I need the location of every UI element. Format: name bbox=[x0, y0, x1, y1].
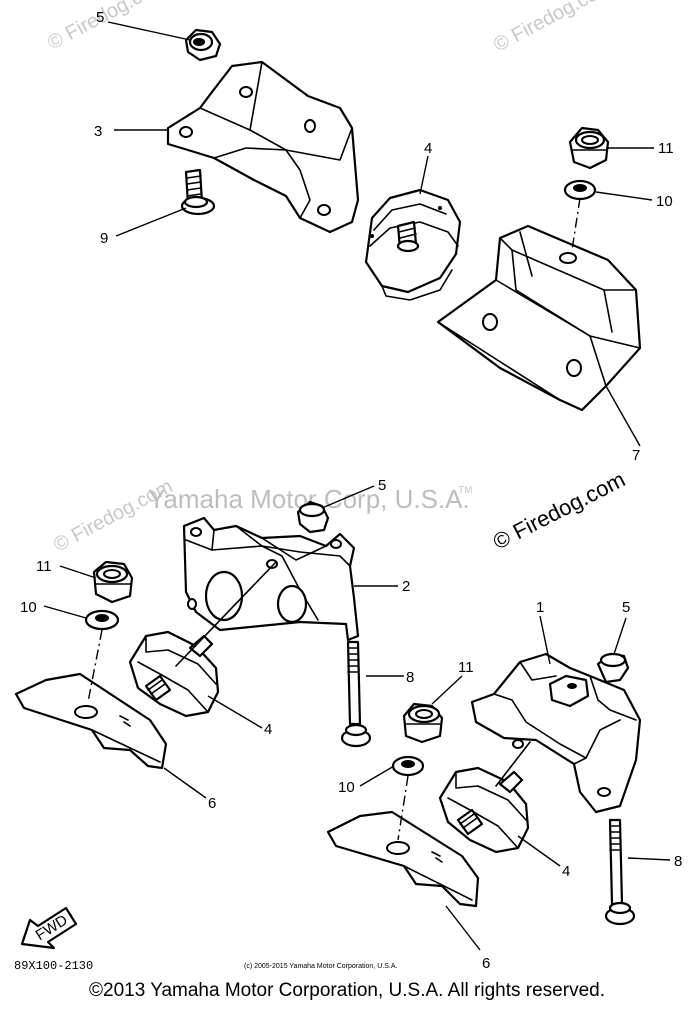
nut-part-5-right bbox=[596, 652, 630, 684]
nut-part-5-mid bbox=[296, 500, 330, 534]
label-3: 3 bbox=[94, 123, 102, 140]
mount-block-part-7 bbox=[436, 224, 642, 412]
bracket-part-1 bbox=[470, 652, 642, 814]
copyright-footer: ©2013 Yamaha Motor Corporation, U.S.A. A… bbox=[89, 980, 605, 1001]
watermark-top-left: © Firedog.com bbox=[44, 0, 170, 54]
label-11-bottom: 11 bbox=[458, 659, 474, 676]
bolt-part-8-right bbox=[604, 818, 636, 926]
bracket-part-2 bbox=[182, 516, 360, 642]
label-11-left: 11 bbox=[36, 558, 52, 575]
label-5-right: 5 bbox=[622, 599, 630, 616]
watermark-top-right: © Firedog.com bbox=[490, 0, 616, 56]
label-11-top: 11 bbox=[658, 140, 674, 157]
plate-part-6-bottom bbox=[326, 810, 480, 908]
label-5-mid: 5 bbox=[378, 477, 386, 494]
label-1: 1 bbox=[536, 599, 544, 616]
nut-part-11-top bbox=[568, 126, 610, 170]
label-6-bottom: 6 bbox=[482, 955, 490, 972]
label-8-right: 8 bbox=[674, 853, 682, 870]
label-10-left: 10 bbox=[20, 599, 37, 616]
washer-part-10-left bbox=[84, 609, 120, 631]
nut-part-5-top bbox=[184, 28, 222, 62]
nut-part-11-bottom bbox=[402, 702, 444, 744]
middle-leaders bbox=[43, 485, 404, 799]
label-10-top: 10 bbox=[656, 193, 673, 210]
mount-part-4-top bbox=[364, 188, 462, 301]
mount-part-4-left bbox=[128, 630, 220, 718]
top-leaders bbox=[107, 21, 654, 447]
label-6-left: 6 bbox=[208, 795, 216, 812]
mount-part-4-bottom bbox=[438, 766, 530, 854]
label-2: 2 bbox=[402, 578, 410, 595]
washer-part-10-bottom bbox=[391, 755, 425, 777]
label-4-bottom: 4 bbox=[562, 863, 570, 880]
label-10-bottom: 10 bbox=[338, 779, 355, 796]
label-4-top: 4 bbox=[424, 140, 432, 157]
bracket-part-3 bbox=[166, 60, 360, 234]
plate-part-6-left bbox=[14, 672, 168, 770]
label-7: 7 bbox=[632, 447, 640, 464]
firedog-watermark: © Firedog.com bbox=[489, 467, 629, 555]
bottom-leaders bbox=[359, 615, 671, 951]
washer-part-10-top bbox=[563, 179, 597, 201]
small-copyright: (c) 2005-2015 Yamaha Motor Corporation, … bbox=[244, 963, 397, 970]
label-5-top: 5 bbox=[96, 9, 104, 26]
nut-part-11-left bbox=[92, 560, 134, 604]
label-9: 9 bbox=[100, 230, 108, 247]
bolt-part-9 bbox=[180, 168, 216, 216]
forward-arrow-icon: FWD bbox=[20, 906, 78, 950]
trademark-watermark: TM bbox=[458, 485, 472, 496]
label-4-left: 4 bbox=[264, 721, 272, 738]
bolt-part-8-mid bbox=[340, 640, 372, 748]
label-8-mid: 8 bbox=[406, 669, 414, 686]
diagram-code: 89X100-2130 bbox=[14, 959, 93, 973]
